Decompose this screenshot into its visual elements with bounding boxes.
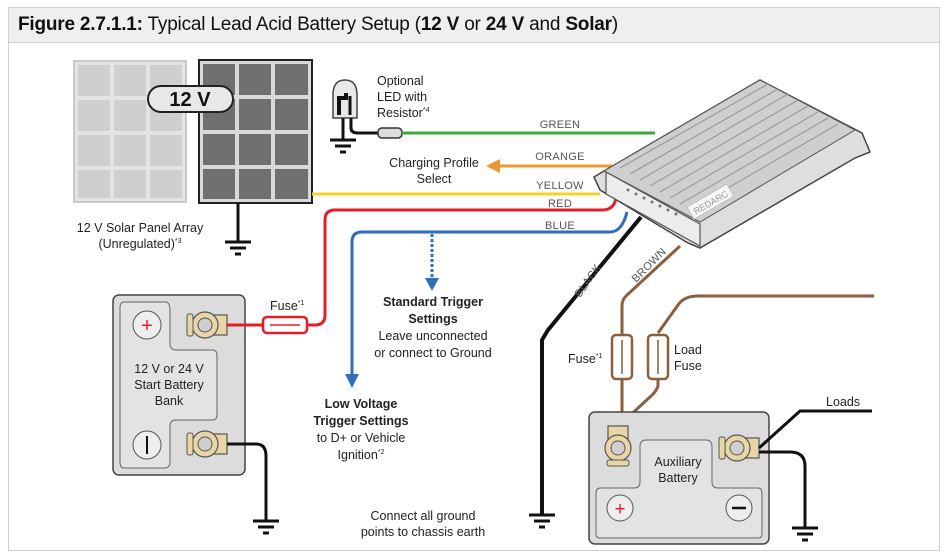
low-voltage-trigger-title: Low Voltage xyxy=(325,397,398,411)
title-part: 24 V xyxy=(485,14,525,35)
charging-profile-label: Select xyxy=(417,172,452,186)
wire-label-red: RED xyxy=(548,198,572,210)
led-label: LED with xyxy=(377,90,427,104)
wire-label-black: BLACK xyxy=(573,262,605,300)
charging-profile-label: Charging Profile xyxy=(389,156,479,170)
positive-terminal-icon xyxy=(186,311,228,339)
positive-terminal-icon xyxy=(604,425,632,467)
figure-title-bar: Figure 2.7.1.1: Typical Lead Acid Batter… xyxy=(9,8,939,43)
ground-icon xyxy=(223,240,253,256)
load-fuse-label: Fuse xyxy=(674,359,702,373)
negative-terminal-icon xyxy=(718,434,760,462)
wire-label-yellow: YELLOW xyxy=(536,180,584,192)
start-battery-label: Start Battery xyxy=(134,378,204,392)
low-voltage-trigger-desc: Ignition*2 xyxy=(338,448,385,462)
figure-title: Figure 2.7.1.1: Typical Lead Acid Batter… xyxy=(18,14,618,36)
black-wire xyxy=(540,215,643,515)
title-part: Solar xyxy=(565,14,612,35)
aux-battery-label: Battery xyxy=(658,471,698,485)
load-fuse-label: Load xyxy=(674,343,702,357)
brown-wire xyxy=(620,244,682,335)
wire-label-orange: ORANGE xyxy=(535,151,584,163)
ground-icon xyxy=(328,138,358,154)
title-part: Typical Lead Acid Battery Setup ( xyxy=(147,14,421,35)
low-voltage-trigger-title: Trigger Settings xyxy=(313,414,408,428)
start-battery-label: Bank xyxy=(155,394,184,408)
solar-panel-dark xyxy=(198,59,313,204)
solar-label-line2: (Unregulated)*3 xyxy=(98,237,181,251)
led-label: Resistor*4 xyxy=(377,106,430,120)
solar-panel-array: 12 V 12 V Solar Panel Array (Unregulated… xyxy=(73,59,313,256)
fuse-label: Fuse*1 xyxy=(270,299,305,313)
low-voltage-trigger-desc: to D+ or Vehicle xyxy=(317,431,406,445)
led-label: Optional xyxy=(377,74,424,88)
auxiliary-battery: + Auxiliary Battery Loads xyxy=(588,395,872,545)
figure-number: Figure 2.7.1.1: xyxy=(18,14,143,35)
aux-fuses: Fuse*1 Load Fuse xyxy=(568,333,702,422)
resistor-icon xyxy=(377,127,403,139)
title-part: 12 V xyxy=(420,14,460,35)
arrow-down-icon xyxy=(345,374,359,388)
ground-note-text: Connect all ground xyxy=(371,509,476,523)
blue-wire xyxy=(350,211,629,375)
title-part: and xyxy=(524,14,566,35)
wire-label-green: GREEN xyxy=(540,119,581,131)
low-voltage-trigger-note: Low Voltage Trigger Settings to D+ or Ve… xyxy=(313,397,408,462)
start-battery: + Fuse*1 12 V or 24 V Start Battery Bank xyxy=(112,294,309,535)
red-wire xyxy=(307,197,618,327)
plus-icon: + xyxy=(141,315,153,337)
loads-label: Loads xyxy=(826,395,860,409)
ground-note-text: points to chassis earth xyxy=(361,525,485,539)
arrow-down-icon xyxy=(425,278,439,291)
wire-label-brown: BROWN xyxy=(630,246,669,285)
title-part: ) xyxy=(611,14,618,35)
plus-icon: + xyxy=(614,499,625,520)
loads-wire xyxy=(757,409,872,450)
ground-note: Connect all ground points to chassis ear… xyxy=(361,509,485,539)
led-with-resistor: Optional LED with Resistor*4 xyxy=(328,74,430,154)
standard-trigger-title: Settings xyxy=(408,312,457,326)
standard-trigger-title: Standard Trigger xyxy=(383,295,483,309)
redarc-charger-unit: REDARC xyxy=(593,79,871,249)
solar-label: 12 V Solar Panel Array xyxy=(77,221,204,235)
start-battery-label: 12 V or 24 V xyxy=(134,362,204,376)
ground-icon xyxy=(790,526,820,542)
negative-terminal-icon xyxy=(186,430,228,458)
standard-trigger-desc: Leave unconnected xyxy=(378,329,487,343)
title-part: or xyxy=(459,14,486,35)
arrow-left-icon xyxy=(486,159,500,173)
brown-load-wire xyxy=(656,294,874,334)
fuse-label: Fuse*1 xyxy=(568,352,603,366)
voltage-badge-text: 12 V xyxy=(169,89,211,111)
standard-trigger-desc: or connect to Ground xyxy=(374,346,491,360)
solar-panel-light xyxy=(73,60,187,203)
standard-trigger-note: Standard Trigger Settings Leave unconnec… xyxy=(374,295,491,360)
wire-label-blue: BLUE xyxy=(545,220,575,232)
ground-icon xyxy=(527,513,557,529)
ground-icon xyxy=(251,519,281,535)
aux-battery-label: Auxiliary xyxy=(654,455,702,469)
voltage-badge: 12 V xyxy=(147,85,234,113)
